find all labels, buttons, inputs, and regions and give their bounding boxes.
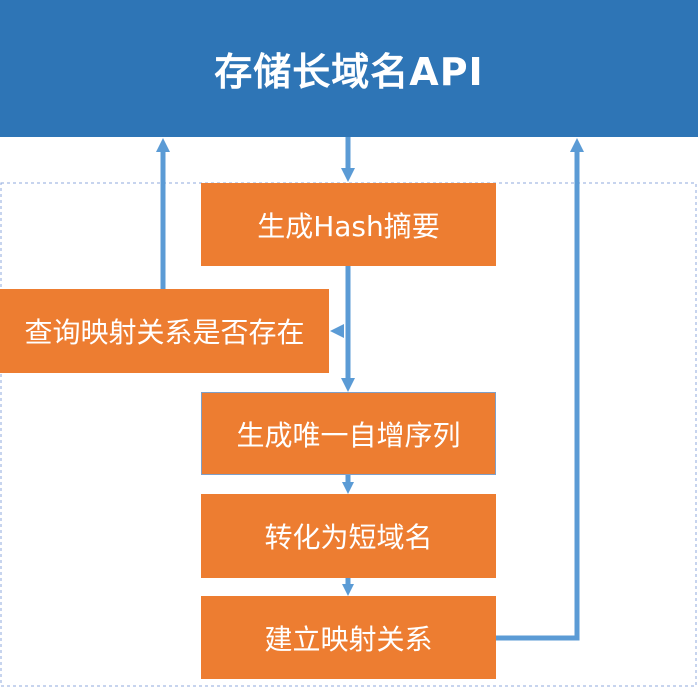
dashed-container bbox=[0, 182, 697, 687]
arrowhead-mapping-to-header bbox=[570, 138, 584, 152]
step-generate-sequence: 生成唯一自增序列 bbox=[201, 392, 496, 475]
step-convert-short-domain-label: 转化为短域名 bbox=[264, 521, 433, 554]
step-build-mapping-label: 建立映射关系 bbox=[264, 622, 433, 656]
step-generate-hash-label: 生成Hash摘要 bbox=[257, 209, 440, 243]
arrowhead-header-to-hash bbox=[341, 168, 355, 182]
arrow-mapping-to-header bbox=[496, 150, 580, 641]
step-query-mapping: 查询映射关系是否存在 bbox=[0, 289, 329, 373]
arrowhead-query-to-header bbox=[156, 138, 170, 152]
arrowhead-sequence-to-convert bbox=[342, 482, 354, 494]
step-generate-sequence-label: 生成唯一自增序列 bbox=[236, 418, 461, 452]
arrowhead-hash-to-sequence bbox=[341, 378, 355, 392]
step-query-mapping-label: 查询映射关系是否存在 bbox=[24, 316, 305, 349]
api-title: 存储长域名API bbox=[214, 50, 484, 94]
step-build-mapping: 建立映射关系 bbox=[201, 596, 496, 679]
arrowhead-convert-to-mapping bbox=[342, 584, 354, 596]
arrowhead-to-query bbox=[330, 324, 344, 338]
step-generate-hash: 生成Hash摘要 bbox=[201, 183, 496, 266]
step-convert-short-domain: 转化为短域名 bbox=[201, 494, 496, 578]
api-header: 存储长域名API bbox=[0, 0, 698, 137]
